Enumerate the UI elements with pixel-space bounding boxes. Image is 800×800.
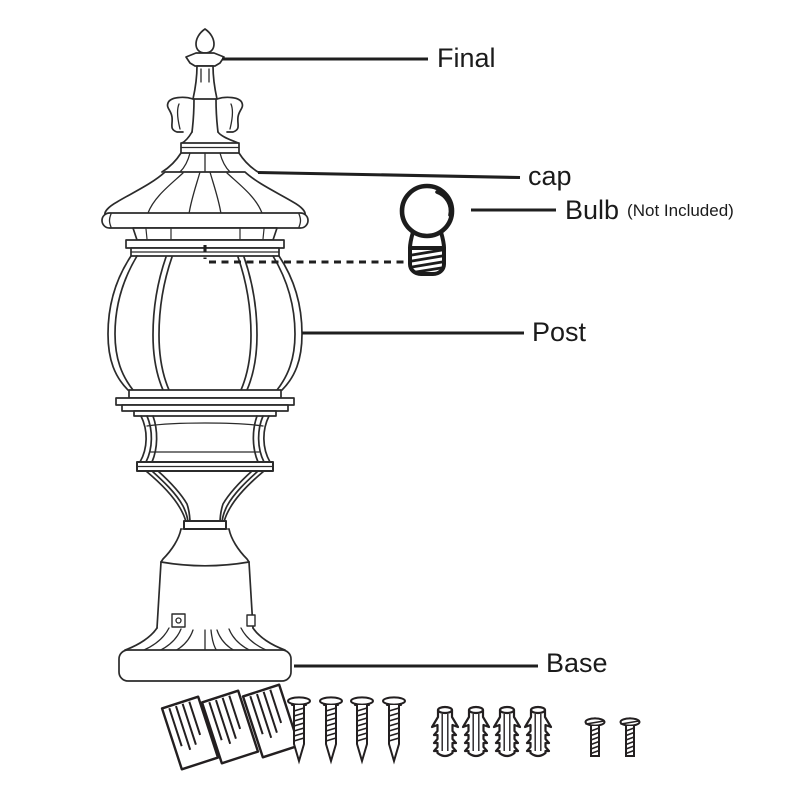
label-cap: cap	[528, 161, 572, 191]
long-screw-icon	[319, 696, 343, 762]
bulb-icon	[399, 183, 455, 276]
label-post: Post	[532, 317, 587, 347]
wall-plug-icon	[523, 705, 553, 758]
label-bulb: Bulb	[565, 195, 620, 225]
base-plate-drawing	[118, 649, 292, 682]
long-screw-icon	[350, 696, 374, 762]
machine-screw-icon	[584, 717, 606, 757]
bulb-dashed-leader	[203, 245, 411, 264]
hardware-row	[160, 683, 641, 771]
label-final: Final	[437, 43, 496, 73]
label-bulb-note: (Not Included)	[627, 201, 734, 220]
lantern-body-drawing	[107, 255, 303, 391]
long-screw-icon	[382, 696, 406, 762]
machine-screw-icon	[619, 717, 641, 757]
label-base: Base	[546, 648, 608, 678]
label-bulb-group: Bulb (Not Included)	[565, 195, 734, 226]
wall-plug-icon	[492, 705, 522, 758]
pedestal-drawing	[115, 389, 295, 530]
wall-plug-icon	[461, 705, 491, 758]
pier-base-drawing	[118, 528, 292, 682]
finial-drawing	[161, 28, 259, 173]
cap-drawing	[101, 171, 309, 257]
cap-leader-line	[257, 170, 521, 180]
wall-plug-icon	[430, 705, 460, 758]
leader-lines	[203, 57, 556, 668]
